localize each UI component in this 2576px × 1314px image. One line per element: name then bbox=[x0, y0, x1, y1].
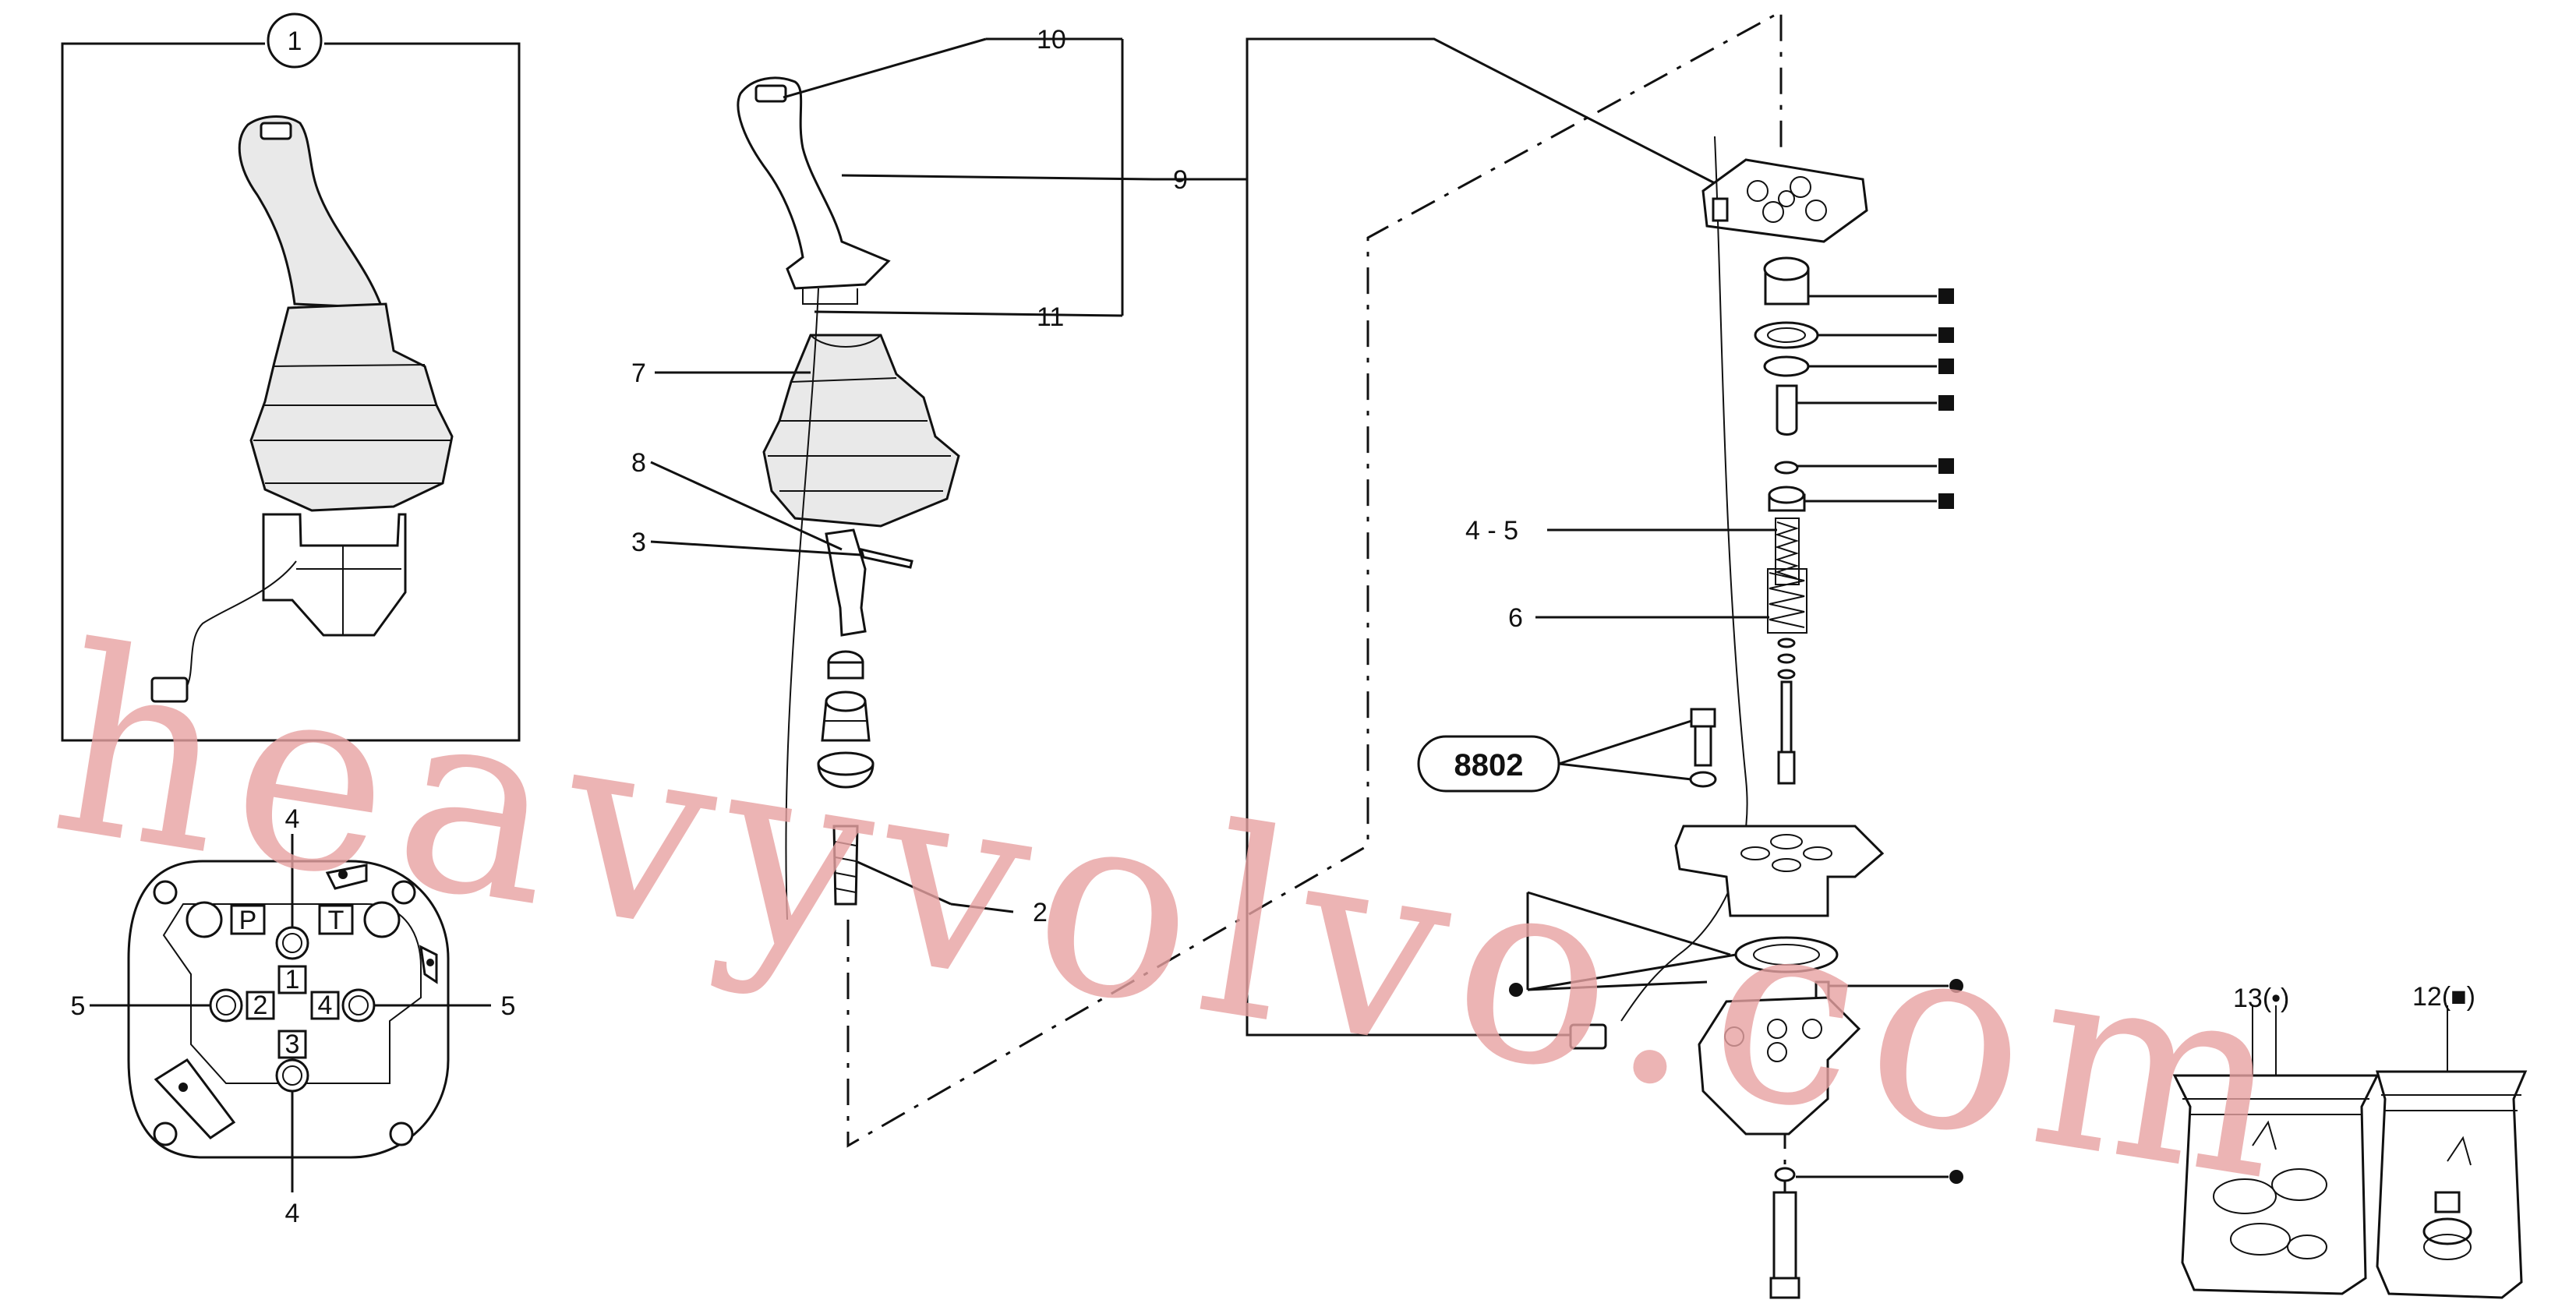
port-label-left-5: 5 bbox=[71, 991, 86, 1021]
port-p-label: P bbox=[239, 906, 257, 935]
port-label-bottom-4: 4 bbox=[285, 1199, 300, 1228]
port-number-3: 3 bbox=[285, 1030, 300, 1059]
callout-11: 11 bbox=[1037, 302, 1064, 332]
port-number-1: 1 bbox=[285, 965, 300, 994]
reference-8802: 8802 bbox=[1454, 748, 1524, 782]
port-p-box bbox=[230, 904, 266, 935]
callout-7: 7 bbox=[631, 359, 646, 388]
port-layout-diagram: P T 1 2 4 3 4 4 5 5 bbox=[71, 804, 516, 1228]
kit-bags: 13(•) 12(■) bbox=[2172, 982, 2528, 1299]
handle-exploded-view: 10 9 11 7 8 3 2 bbox=[631, 25, 1188, 927]
callout-1: 1 bbox=[288, 26, 302, 56]
valve-exploded-view: 8802 4 - 5 6 bbox=[1154, 37, 1963, 1299]
callout-4-5: 4 - 5 bbox=[1465, 516, 1518, 546]
callout-3: 3 bbox=[631, 528, 646, 557]
port-number-4: 4 bbox=[318, 991, 333, 1020]
callout-2: 2 bbox=[1033, 898, 1048, 927]
port-number-2: 2 bbox=[253, 991, 268, 1020]
port-t-box bbox=[318, 904, 354, 935]
port-t-label: T bbox=[328, 906, 345, 935]
callout-8: 8 bbox=[631, 448, 646, 478]
reference-8802-badge bbox=[1417, 735, 1560, 793]
port-label-top-4: 4 bbox=[285, 804, 300, 834]
callout-13: 13(•) bbox=[2233, 984, 2289, 1013]
callout-6: 6 bbox=[1508, 603, 1523, 633]
assembled-joystick-panel: 1 bbox=[61, 12, 521, 742]
callout-1-circle bbox=[267, 12, 323, 69]
port-label-right-5: 5 bbox=[501, 991, 516, 1021]
callout-12: 12(■) bbox=[2412, 982, 2475, 1012]
callout-10: 10 bbox=[1037, 25, 1066, 55]
